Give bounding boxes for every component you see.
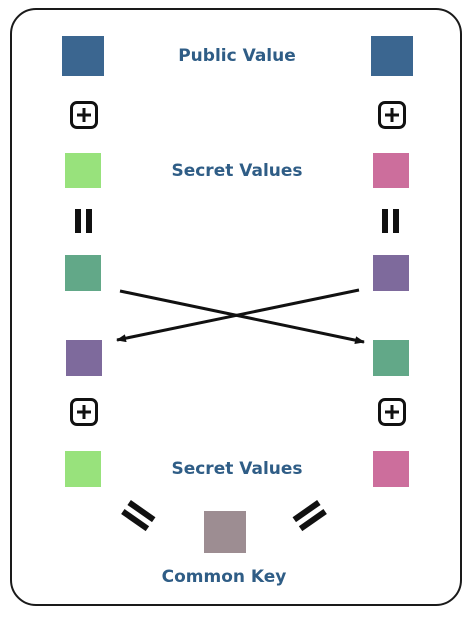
plus-icon-left-bottom [70,398,98,426]
common-key-label: Common Key [161,567,287,587]
common-key-square [204,511,246,553]
secret-value-left-square-bottom [65,451,101,487]
secret-values-label-bottom: Secret Values [171,459,303,479]
equals-icon-left-top [72,209,96,233]
received-value-right-square [373,340,409,376]
plus-icon-left-top [70,101,98,129]
secret-value-left-square [65,153,101,188]
mixed-value-left-square [65,255,101,291]
public-value-left-square [62,36,104,76]
secret-values-label-top: Secret Values [171,161,303,181]
secret-value-right-square [373,153,409,188]
public-value-right-square [371,36,413,76]
plus-icon-right-bottom [378,398,406,426]
secret-value-right-square-bottom [373,451,409,487]
received-value-left-square [66,340,102,376]
mixed-value-right-square [373,255,409,291]
public-value-label: Public Value [178,46,296,66]
plus-icon-right-top [378,101,406,129]
equals-icon-right-top [379,209,403,233]
